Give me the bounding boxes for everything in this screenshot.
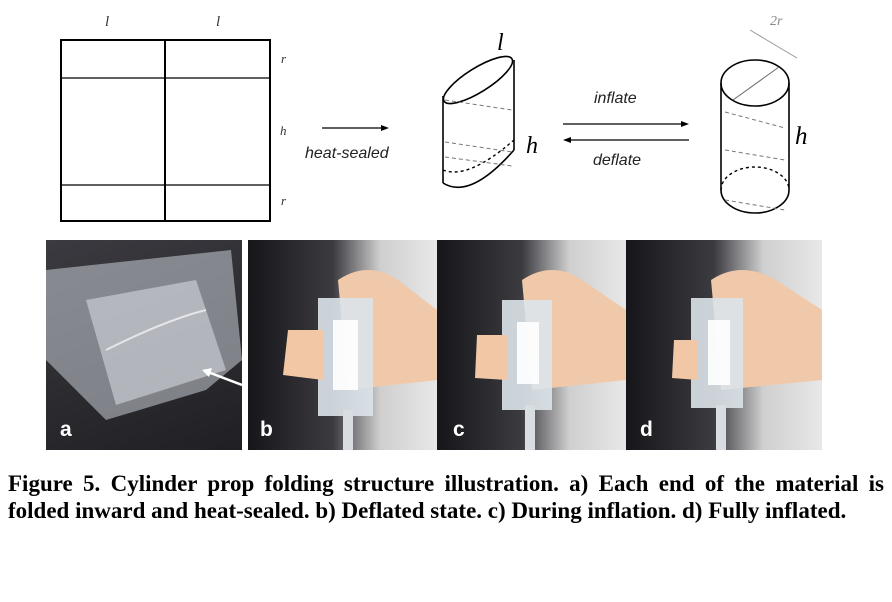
sealed-side-label: h [526, 133, 538, 159]
heat-sealed-label: heat-sealed [305, 145, 389, 162]
deflated-prop-photo [283, 270, 437, 450]
inflated-prop-photo [672, 270, 822, 450]
sealed-top-label: l [497, 30, 504, 56]
flat-side-label-middle: h [280, 123, 287, 138]
flat-pattern-diagram [60, 29, 798, 222]
flat-top-label-left: l [105, 14, 110, 30]
sealed-shape-drawing [442, 55, 515, 188]
flat-side-label-top: r [281, 51, 287, 66]
flat-top-label-right: l [216, 14, 221, 30]
inflating-prop-photo [475, 270, 626, 450]
flat-side-label-bottom: r [281, 193, 287, 208]
folded-material-photo [46, 250, 242, 420]
photo-panel-b: b [248, 240, 437, 450]
inflate-label: inflate [594, 90, 637, 107]
photo-panel-a: a [46, 240, 242, 450]
photo-panel-a-label: a [60, 418, 72, 441]
photo-panel-d: d [626, 240, 822, 450]
photo-panel-c: c [437, 240, 626, 450]
cylinder-side-label: h [795, 123, 808, 150]
deflate-label: deflate [593, 152, 642, 169]
inflated-cylinder-drawing [720, 29, 798, 214]
photo-panel-b-label: b [260, 418, 273, 441]
photo-panel-c-label: c [453, 418, 465, 441]
figure-caption: Figure 5. Cylinder prop folding structur… [8, 471, 884, 523]
photo-panel-d-label: d [640, 418, 653, 441]
cylinder-diameter-label: 2r [770, 14, 783, 29]
